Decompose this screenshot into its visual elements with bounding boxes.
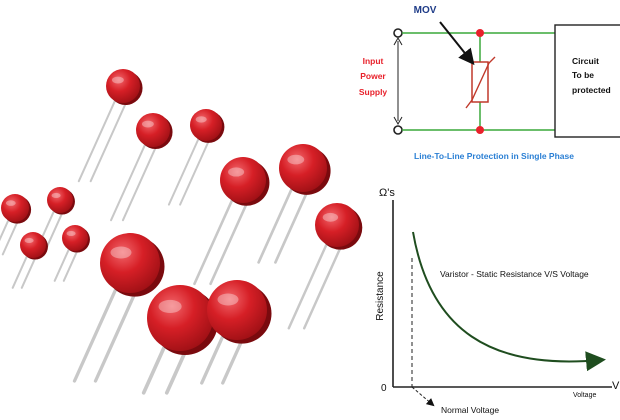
varistor-highlight xyxy=(51,192,61,199)
varistor-body xyxy=(279,144,327,192)
varistor-body xyxy=(106,69,140,103)
y-axis-label: Resistance xyxy=(375,271,386,321)
varistor-photo xyxy=(0,69,363,395)
varistor-highlight xyxy=(141,120,154,128)
input-terminal-top xyxy=(393,28,403,38)
varistor-lead xyxy=(167,133,202,206)
varistor-body xyxy=(207,280,267,340)
protected-circuit-box xyxy=(554,24,620,138)
varistor-highlight xyxy=(24,237,34,244)
varistor-disc xyxy=(11,232,48,289)
varistor-body xyxy=(220,157,266,203)
mov-pointer-arrow xyxy=(439,21,475,66)
varistor-lead xyxy=(179,133,213,206)
load-label-2: To be xyxy=(572,70,594,80)
varistor-lead xyxy=(200,326,229,385)
varistor-body xyxy=(47,187,73,213)
varistor-disc xyxy=(141,285,218,395)
varistor-disc xyxy=(287,203,363,330)
varistor-disc xyxy=(72,233,165,383)
varistor-disc xyxy=(77,69,143,183)
varistor-lead xyxy=(93,279,143,383)
load-label-3: protected xyxy=(572,85,611,95)
varistor-lead xyxy=(77,95,119,183)
junction-node-top xyxy=(476,29,484,37)
varistor-lead xyxy=(121,139,160,222)
varistor-disc xyxy=(200,280,272,385)
input-label-3: Supply xyxy=(359,87,388,97)
varistor-body xyxy=(136,113,170,147)
graph-annotation: Varistor - Static Resistance V/S Voltage xyxy=(440,269,589,279)
varistor-disc xyxy=(53,225,90,282)
varistor-lead xyxy=(209,192,253,286)
varistor-body xyxy=(20,232,46,258)
y-axis-unit: Ω's xyxy=(379,187,395,199)
varistor-lead xyxy=(0,215,12,242)
varistor-lead xyxy=(110,139,149,222)
varistor-lead xyxy=(53,244,72,282)
input-terminal-bottom xyxy=(393,125,403,135)
x-axis-label: Voltage xyxy=(573,392,596,399)
varistor-lead xyxy=(257,181,296,264)
varistor-highlight xyxy=(5,200,16,206)
varistor-highlight xyxy=(111,76,124,84)
x-axis-end-label: V xyxy=(612,380,620,392)
varistor-highlight xyxy=(217,293,239,306)
varistor-disc xyxy=(36,187,75,249)
varistor-lead xyxy=(72,279,122,383)
varistor-lead xyxy=(193,192,237,286)
load-label-1: Circuit xyxy=(572,56,599,66)
mov-schematic: MOV Input Power Supply Circuit To be pro… xyxy=(359,5,620,161)
varistor-lead xyxy=(89,95,130,183)
mov-nonlinear-line xyxy=(465,56,496,109)
varistor-lead xyxy=(287,236,331,330)
varistor-highlight xyxy=(158,299,182,314)
resistance-voltage-graph: Ω's Resistance 0 Voltage V Varistor - St… xyxy=(375,187,620,415)
varistor-body xyxy=(315,203,359,247)
junction-node-bottom xyxy=(476,126,484,134)
varistor-highlight xyxy=(228,167,245,177)
varistor-highlight xyxy=(322,212,339,222)
varistor-disc xyxy=(193,157,270,286)
mov-label: MOV xyxy=(414,5,437,16)
varistor-lead xyxy=(302,236,346,330)
resistance-curve xyxy=(412,231,606,372)
varistor-disc xyxy=(167,109,225,206)
input-label-2: Power xyxy=(360,71,386,81)
varistor-body xyxy=(100,233,160,293)
varistor-highlight xyxy=(66,230,76,237)
varistor-lead xyxy=(11,251,30,289)
varistor-body xyxy=(1,194,29,222)
input-label-1: Input xyxy=(363,56,384,66)
varistor-disc xyxy=(257,144,331,264)
normal-voltage-label: Normal Voltage xyxy=(441,405,499,415)
varistor-disc xyxy=(0,194,32,256)
varistor-body xyxy=(190,109,222,141)
origin-label: 0 xyxy=(381,383,387,394)
varistor-highlight xyxy=(110,246,132,259)
varistor-disc xyxy=(110,113,173,222)
varistor-highlight xyxy=(195,116,207,123)
normal-voltage-pointer xyxy=(411,386,435,407)
varistor-body xyxy=(147,285,213,351)
varistor-highlight xyxy=(287,154,305,165)
varistor-lead xyxy=(274,181,313,264)
schematic-caption: Line-To-Line Protection in Single Phase xyxy=(414,151,574,161)
varistor-body xyxy=(62,225,88,251)
